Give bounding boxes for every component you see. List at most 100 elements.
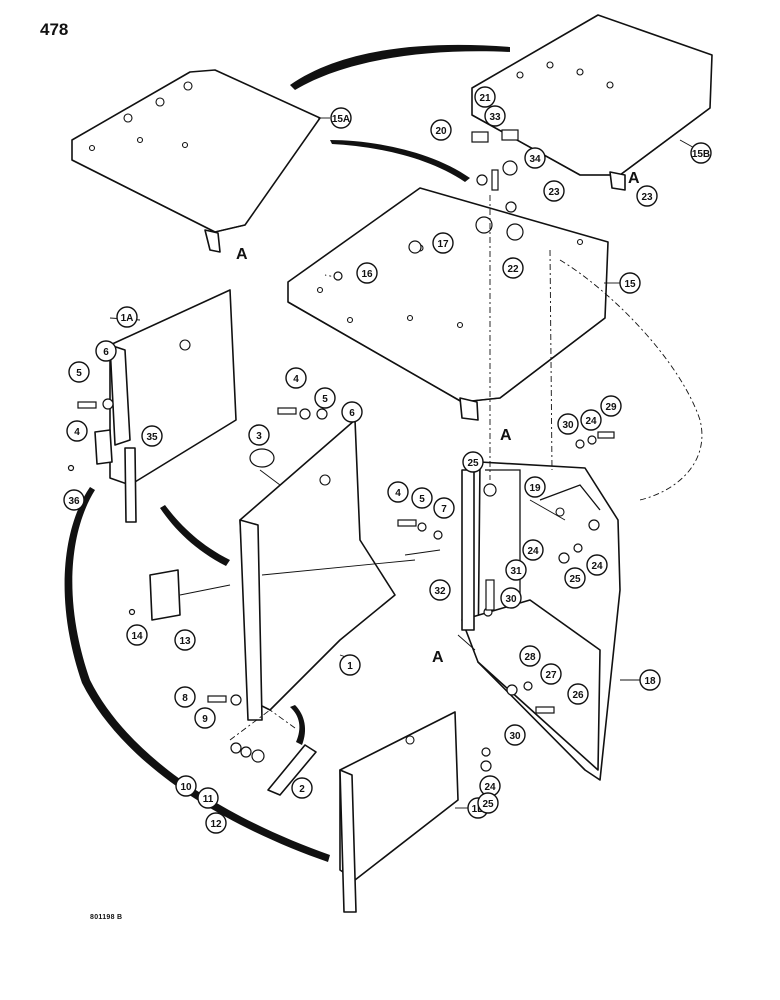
svg-text:6: 6 bbox=[349, 408, 355, 419]
side-panel-1b bbox=[339, 711, 459, 913]
svg-text:22: 22 bbox=[507, 264, 519, 275]
callout: 23 bbox=[636, 185, 658, 207]
svg-text:11: 11 bbox=[203, 794, 214, 805]
callout: 23 bbox=[543, 180, 565, 202]
svg-text:18: 18 bbox=[644, 676, 656, 687]
svg-text:23: 23 bbox=[548, 187, 560, 198]
svg-text:19: 19 bbox=[529, 483, 541, 494]
svg-text:17: 17 bbox=[437, 239, 449, 250]
callout: 31 bbox=[505, 559, 527, 581]
callout: 4 bbox=[387, 481, 409, 503]
callout: 29 bbox=[600, 395, 622, 417]
callout: 24 bbox=[580, 409, 602, 431]
svg-text:3: 3 bbox=[256, 431, 262, 442]
svg-text:25: 25 bbox=[569, 574, 581, 585]
svg-text:8: 8 bbox=[182, 693, 188, 704]
callout: 5 bbox=[411, 487, 433, 509]
callout: 9 bbox=[194, 707, 216, 729]
svg-text:25: 25 bbox=[482, 799, 494, 810]
svg-text:24: 24 bbox=[585, 416, 597, 427]
document-code: 801198 B bbox=[90, 914, 123, 921]
svg-text:30: 30 bbox=[509, 731, 521, 742]
callout: 14 bbox=[126, 624, 148, 646]
clip-35 bbox=[94, 429, 113, 465]
callout: 5 bbox=[68, 361, 90, 383]
svg-text:23: 23 bbox=[641, 192, 653, 203]
callout: 17 bbox=[432, 232, 454, 254]
knob-3 bbox=[249, 448, 275, 468]
leader-lines bbox=[109, 117, 703, 809]
svg-text:6: 6 bbox=[103, 347, 109, 358]
svg-text:20: 20 bbox=[435, 126, 447, 137]
callout: 2 bbox=[291, 777, 313, 799]
arrow-15a-to-15b bbox=[290, 44, 510, 90]
svg-text:36: 36 bbox=[68, 496, 80, 507]
page-number: 478 bbox=[40, 20, 69, 39]
svg-text:4: 4 bbox=[395, 488, 401, 499]
arrow-1a-to-1 bbox=[160, 505, 230, 566]
svg-text:32: 32 bbox=[434, 586, 446, 597]
callout: 34 bbox=[524, 147, 546, 169]
callout: 15A bbox=[330, 107, 352, 129]
hardware bbox=[67, 129, 615, 772]
callout: 24 bbox=[522, 539, 544, 561]
part-callouts: 1 1A 1B 2 3 4 4 4 5 5 5 6 6 7 8 9 10 11 … bbox=[63, 86, 712, 834]
callout: 30 bbox=[500, 587, 522, 609]
arrow-1-to-2 bbox=[290, 705, 306, 745]
callout: 6 bbox=[95, 340, 117, 362]
svg-text:2: 2 bbox=[299, 784, 305, 795]
seat-pan-15 bbox=[287, 187, 609, 421]
callout: 10 bbox=[175, 775, 197, 797]
arrow-15a-to-15 bbox=[330, 140, 470, 182]
svg-text:30: 30 bbox=[505, 594, 517, 605]
callout: 25 bbox=[477, 792, 499, 814]
svg-text:15B: 15B bbox=[692, 149, 710, 160]
callout: 26 bbox=[567, 683, 589, 705]
svg-text:7: 7 bbox=[441, 504, 447, 515]
svg-text:5: 5 bbox=[322, 394, 328, 405]
callout: 18 bbox=[639, 669, 661, 691]
tool-2 bbox=[267, 744, 317, 796]
bracket-18 bbox=[461, 461, 621, 781]
callout: 21 bbox=[474, 86, 496, 108]
assembly-arrows bbox=[64, 44, 510, 862]
svg-text:16: 16 bbox=[361, 269, 373, 280]
callout: 6 bbox=[341, 401, 363, 423]
callout: 24 bbox=[586, 554, 608, 576]
callout: 1 bbox=[339, 654, 361, 676]
callout: 19 bbox=[524, 476, 546, 498]
svg-text:24: 24 bbox=[591, 561, 603, 572]
svg-text:1B: 1B bbox=[472, 804, 485, 815]
callout: 15 bbox=[619, 272, 641, 294]
callout: 13 bbox=[174, 629, 196, 651]
callout: 11 bbox=[197, 787, 219, 809]
reference-letters: A A A A bbox=[236, 170, 640, 666]
svg-text:1: 1 bbox=[347, 661, 353, 672]
reference-label: A bbox=[628, 170, 640, 187]
callout: 20 bbox=[430, 119, 452, 141]
callout: 24 bbox=[479, 775, 501, 797]
callout: 22 bbox=[502, 257, 524, 279]
callout: 3 bbox=[248, 424, 270, 446]
svg-text:10: 10 bbox=[180, 782, 192, 793]
svg-text:4: 4 bbox=[74, 427, 80, 438]
svg-text:24: 24 bbox=[484, 782, 496, 793]
callout: 27 bbox=[540, 663, 562, 685]
callout: 35 bbox=[141, 425, 163, 447]
reference-label: A bbox=[432, 649, 444, 666]
callout: 32 bbox=[429, 579, 451, 601]
svg-text:5: 5 bbox=[76, 368, 82, 379]
side-panel-1 bbox=[239, 419, 396, 721]
callout: 4 bbox=[66, 420, 88, 442]
svg-text:35: 35 bbox=[146, 432, 158, 443]
svg-text:26: 26 bbox=[572, 690, 584, 701]
callout: 28 bbox=[519, 645, 541, 667]
callout: 15B bbox=[690, 142, 712, 164]
callout: 25 bbox=[462, 451, 484, 473]
callout: 7 bbox=[433, 497, 455, 519]
svg-text:4: 4 bbox=[293, 374, 299, 385]
svg-text:12: 12 bbox=[210, 819, 222, 830]
callout: 30 bbox=[557, 413, 579, 435]
svg-text:13: 13 bbox=[179, 636, 191, 647]
